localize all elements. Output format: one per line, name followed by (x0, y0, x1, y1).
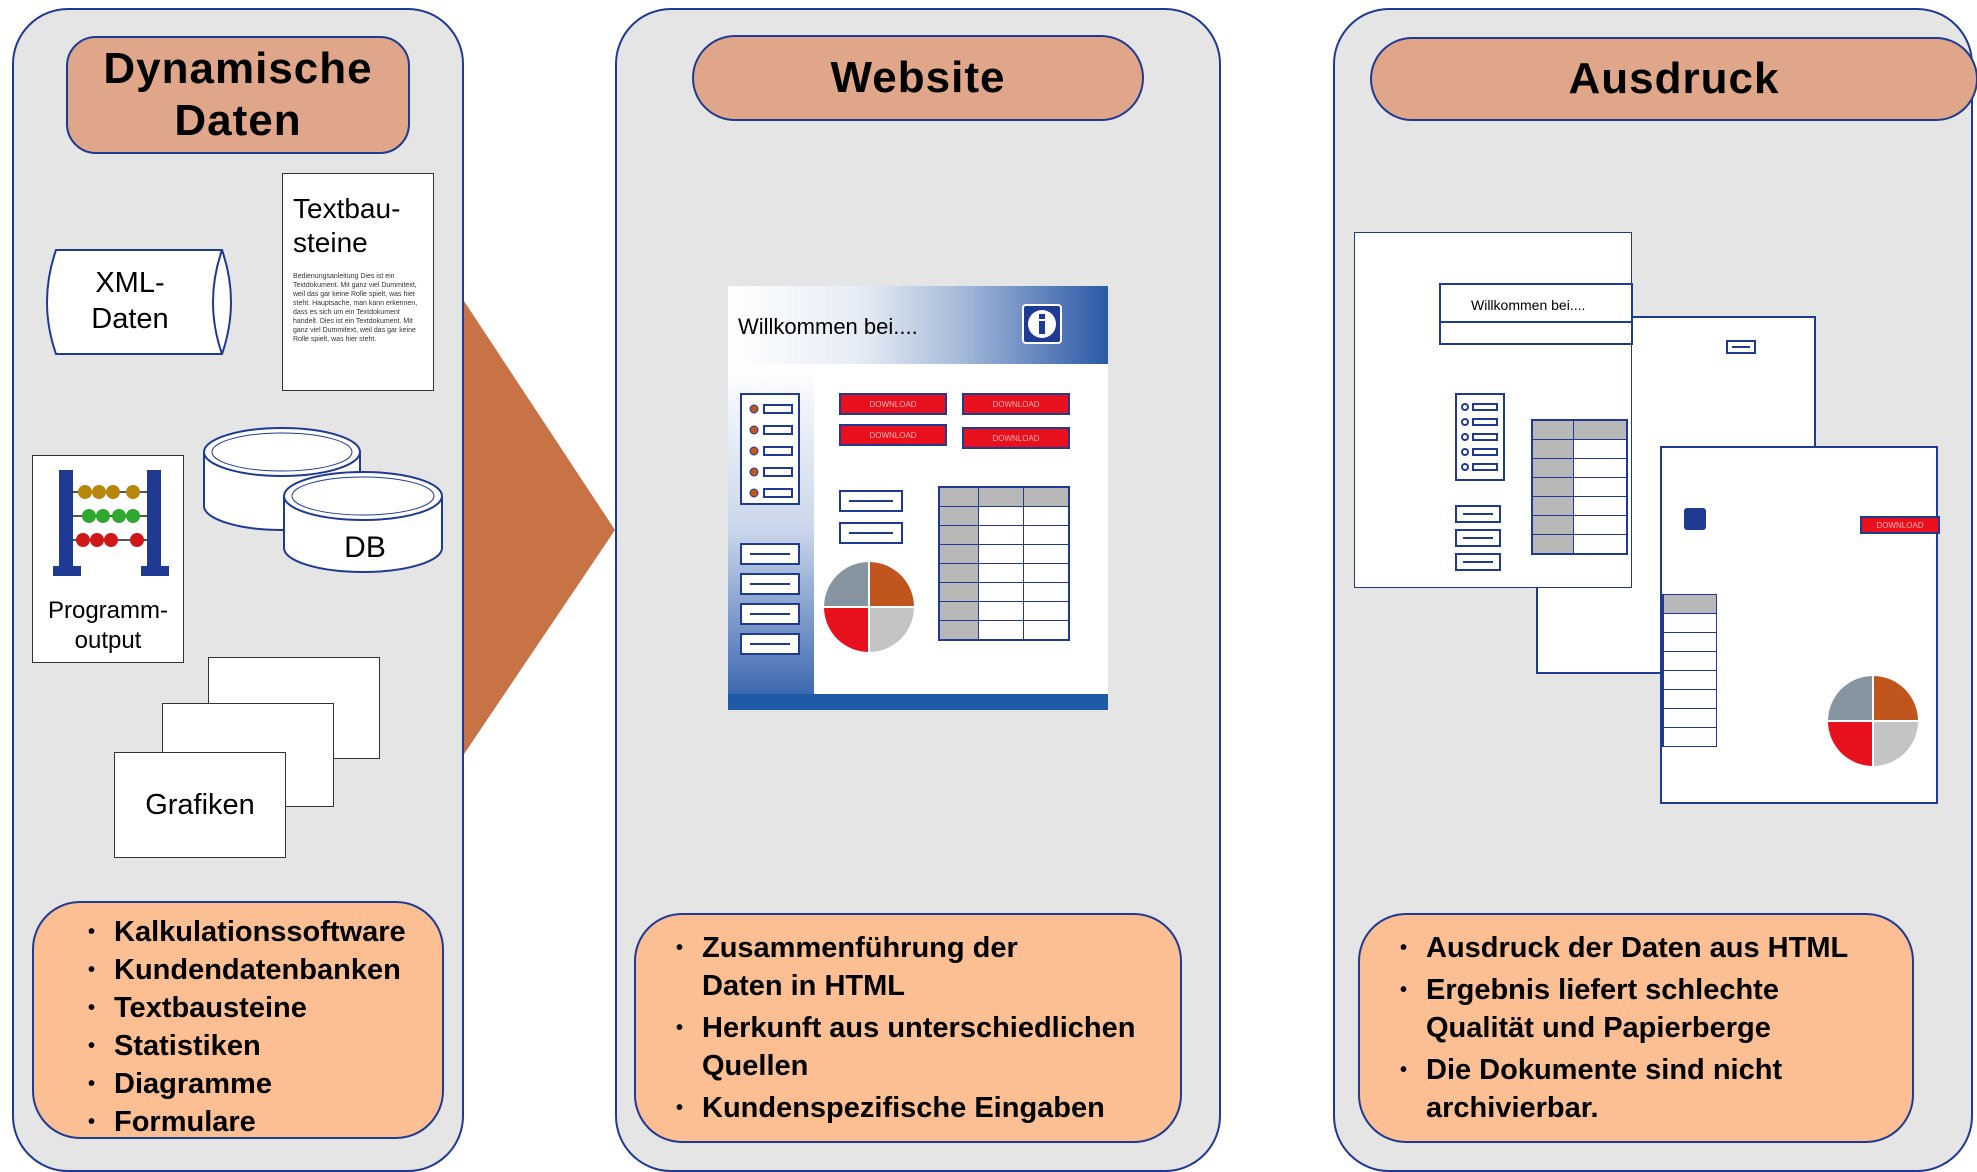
printed-header: Willkommen bei.... (1439, 283, 1633, 345)
program-output-box: Programm- output (32, 455, 184, 663)
bullet-item: Zusammenführung der (672, 929, 1180, 967)
program-label-line: output (74, 627, 142, 654)
database-icon (203, 427, 443, 573)
printed-header-text: Willkommen bei.... (1471, 297, 1586, 313)
panel-title-line: Daten (174, 96, 302, 145)
bullets-dynamic-data: Kalkulationssoftware Kundendatenbanken T… (32, 901, 444, 1141)
printed-download-button: DOWNLOAD (1860, 516, 1940, 534)
program-label-line: Programm- (47, 597, 168, 624)
bullet-item-continuation: Quellen (702, 1050, 809, 1082)
program-output-label: Programm- output (33, 596, 183, 656)
bullet-item-continuation: Daten in HTML (702, 970, 905, 1002)
data-table-icon (938, 486, 1070, 641)
printed-table-icon (1531, 419, 1628, 555)
bullet-item: Diagramme (84, 1065, 442, 1103)
textbausteine-title: Textbau- steine (293, 192, 423, 260)
printed-form-field (1726, 340, 1756, 354)
bullet-list: Kalkulationssoftware Kundendatenbanken T… (84, 913, 442, 1141)
website-header-text: Willkommen bei.... (738, 314, 918, 339)
website-header: Willkommen bei.... (728, 286, 1108, 364)
download-button[interactable]: DOWNLOAD (962, 427, 1070, 449)
xml-label-line: XML- (95, 267, 165, 299)
bullet-item: Textbausteine (84, 989, 442, 1027)
printed-table-icon (1662, 594, 1717, 747)
xml-data-label: XML- Daten (60, 265, 200, 337)
panel-title-website: Website (692, 35, 1144, 121)
bullet-item: Ergebnis liefert schlechte (1396, 971, 1912, 1009)
textbausteine-body: Bedienungsanleitung Dies ist ein Textdok… (293, 273, 418, 343)
download-label: DOWNLOAD (869, 399, 917, 409)
download-button[interactable]: DOWNLOAD (962, 393, 1070, 415)
panel-title-print: Ausdruck (1370, 37, 1977, 121)
download-label: DOWNLOAD (1876, 520, 1924, 530)
bullet-item-continuation: archivierbar. (1426, 1092, 1599, 1124)
panel-title-line: Ausdruck (1568, 54, 1780, 103)
website-footer (728, 694, 1108, 710)
sidebar-field (740, 543, 800, 565)
download-label: DOWNLOAD (869, 430, 917, 440)
website-mockup: Willkommen bei.... DOWNLOAD DOWNLOAD DOW… (728, 286, 1108, 710)
download-label: DOWNLOAD (992, 399, 1040, 409)
panel-title-dynamic-data: Dynamische Daten (66, 36, 410, 154)
bullet-item: Kundendatenbanken (84, 951, 442, 989)
bullet-list: Zusammenführung der Daten in HTML Herkun… (672, 929, 1180, 1127)
bullet-item: Die Dokumente sind nicht (1396, 1051, 1912, 1089)
form-field (839, 490, 903, 512)
bullets-print: Ausdruck der Daten aus HTML Ergebnis lie… (1358, 913, 1914, 1143)
graphics-label: Grafiken (145, 788, 255, 821)
printed-menu-icon (1455, 393, 1505, 481)
textbausteine-title-line: Textbau- (293, 193, 401, 224)
printed-form-field (1455, 553, 1501, 571)
bullet-list: Ausdruck der Daten aus HTML Ergebnis lie… (1396, 929, 1912, 1127)
abacus-icon (53, 470, 169, 576)
textbausteine-document: Textbau- steine Bedienungsanleitung Dies… (282, 173, 434, 391)
website-menu (740, 393, 800, 505)
bullet-item: Formulare (84, 1103, 442, 1141)
download-button[interactable]: DOWNLOAD (839, 424, 947, 446)
bullet-item: Herkunft aus unterschiedlichen (672, 1009, 1180, 1047)
bullet-item-continuation: Qualität und Papierberge (1426, 1012, 1771, 1044)
graphics-page-front: Grafiken (114, 752, 286, 858)
sidebar-field (740, 633, 800, 655)
sidebar-field (740, 573, 800, 595)
info-icon (1022, 304, 1062, 344)
menu-items-icon (749, 404, 793, 498)
panel-title-line: Dynamische (103, 44, 373, 93)
pie-chart-icon (824, 562, 914, 652)
printed-form-field (1455, 505, 1501, 523)
form-field (839, 522, 903, 544)
printed-page: DOWNLOAD (1660, 446, 1940, 804)
bullet-item: Ausdruck der Daten aus HTML (1396, 929, 1912, 967)
printed-page: Willkommen bei.... (1354, 232, 1633, 588)
download-label: DOWNLOAD (992, 433, 1040, 443)
db-label: DB (344, 531, 386, 564)
textbausteine-title-line: steine (293, 227, 368, 258)
printed-pie-chart-icon (1828, 676, 1918, 766)
bullet-item: Kalkulationssoftware (84, 913, 442, 951)
sidebar-field (740, 603, 800, 625)
xml-data-icon (46, 249, 232, 355)
printed-info-icon (1684, 508, 1706, 530)
bullet-item: Statistiken (84, 1027, 442, 1065)
panel-title-line: Website (830, 53, 1006, 102)
bullet-item: Kundenspezifische Eingaben (672, 1089, 1180, 1127)
download-button[interactable]: DOWNLOAD (839, 393, 947, 415)
printed-form-field (1455, 529, 1501, 547)
bullets-website: Zusammenführung der Daten in HTML Herkun… (634, 913, 1182, 1143)
xml-label-line: Daten (91, 303, 169, 335)
